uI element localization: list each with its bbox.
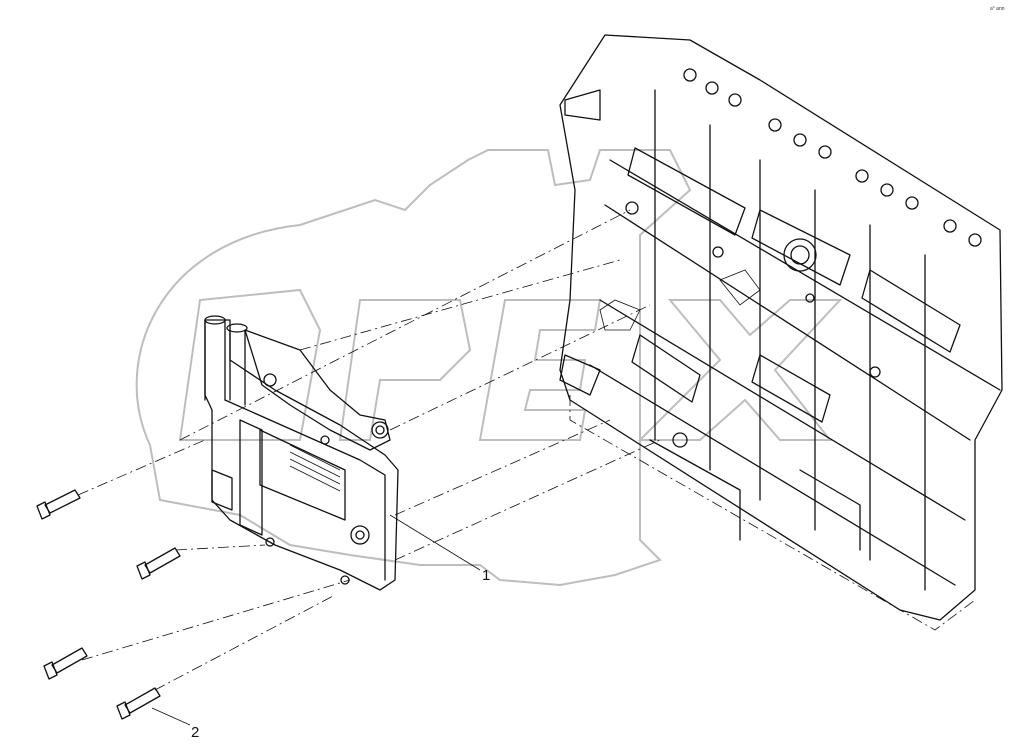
bolt <box>136 547 181 580</box>
callout-1: 1 <box>389 514 490 584</box>
bolt <box>43 647 88 680</box>
callout-label-1: 1 <box>482 567 490 584</box>
engine-block <box>559 34 1003 631</box>
bolt <box>36 489 81 520</box>
mounting-bolts <box>36 489 181 720</box>
callout-2: 2 <box>151 707 199 741</box>
bolt <box>116 687 161 720</box>
callout-label-2: 2 <box>191 724 199 741</box>
engine-control-module <box>204 315 399 591</box>
assembly-lines <box>77 209 661 691</box>
corner-mark: a° ann <box>990 6 1005 12</box>
